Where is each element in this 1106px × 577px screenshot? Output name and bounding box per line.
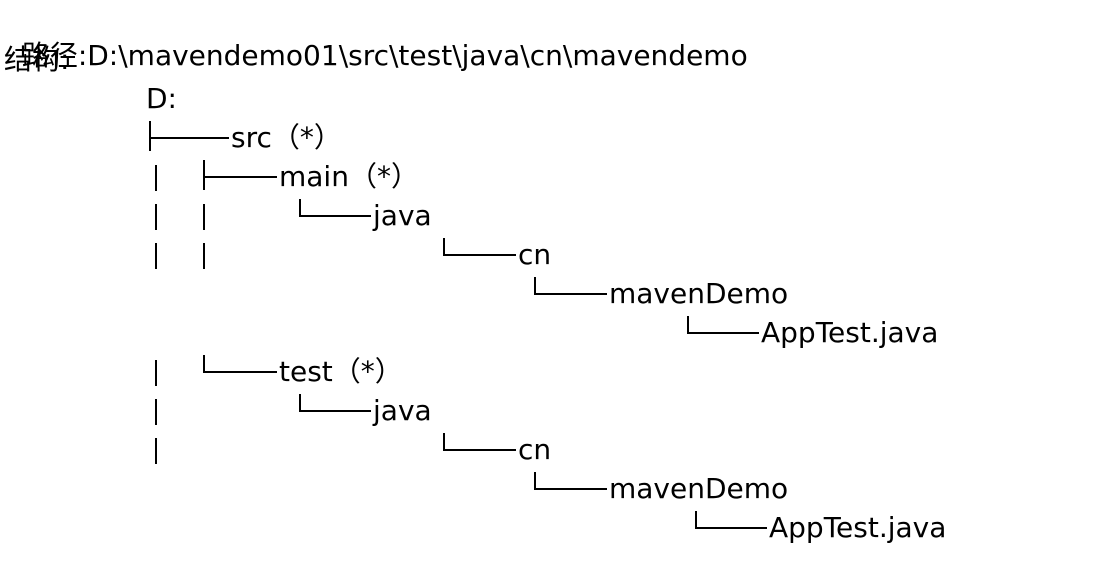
path-value: D:\mavendemo01\src\test\java\cn\mavendem… (87, 39, 748, 72)
tree-connector (299, 199, 301, 217)
tree-vertical-bar (203, 204, 205, 230)
tree-vertical-bar (203, 243, 205, 269)
tree-node-main-apptest-file: AppTest.java (761, 316, 939, 349)
tree-vertical-bar (155, 399, 157, 425)
tree-vertical-bar (155, 243, 157, 269)
tree-node-test-java: java (373, 394, 432, 427)
tree-vertical-bar (155, 204, 157, 230)
tree-node-main-cn: cn (518, 238, 552, 271)
structure-label: 结构: (4, 43, 70, 76)
tree-connector (299, 215, 371, 217)
tree-vertical-bar (155, 165, 157, 191)
tree-connector (299, 410, 371, 412)
tree-connector (443, 433, 445, 451)
tree-vertical-bar (155, 438, 157, 464)
tree-connector (695, 527, 767, 529)
tree-connector (695, 511, 697, 529)
tree-connector (534, 293, 607, 295)
tree-connector (534, 488, 607, 490)
tree-node-src: src（*） (231, 121, 342, 154)
tree-connector (443, 238, 445, 256)
tree-connector (203, 355, 205, 373)
path-label: 路径: (21, 39, 88, 72)
tree-connector (203, 371, 277, 373)
tree-connector (687, 316, 689, 334)
tree-root: D: (146, 82, 177, 115)
tree-connector (203, 160, 205, 190)
tree-vertical-bar (155, 360, 157, 386)
tree-connector (534, 277, 536, 295)
tree-node-test-cn: cn (518, 433, 552, 466)
tree-connector (687, 332, 759, 334)
tree-node-main: main（*） (279, 160, 419, 193)
path-line: 路径:D:\mavendemo01\src\test\java\cn\maven… (4, 2, 748, 74)
tree-connector (149, 137, 229, 139)
tree-node-test-mavendemo: mavenDemo (609, 472, 789, 505)
tree-connector (534, 472, 536, 490)
tree-node-main-mavendemo: mavenDemo (609, 277, 789, 310)
tree-connector (149, 121, 151, 151)
tree-node-main-java: java (373, 199, 432, 232)
tree-node-test-apptest-file: AppTest.java (769, 511, 947, 544)
tree-connector (443, 254, 516, 256)
tree-connector (299, 394, 301, 412)
tree-connector (203, 176, 277, 178)
tree-node-test: test（*） (279, 355, 403, 388)
tree-connector (443, 449, 516, 451)
